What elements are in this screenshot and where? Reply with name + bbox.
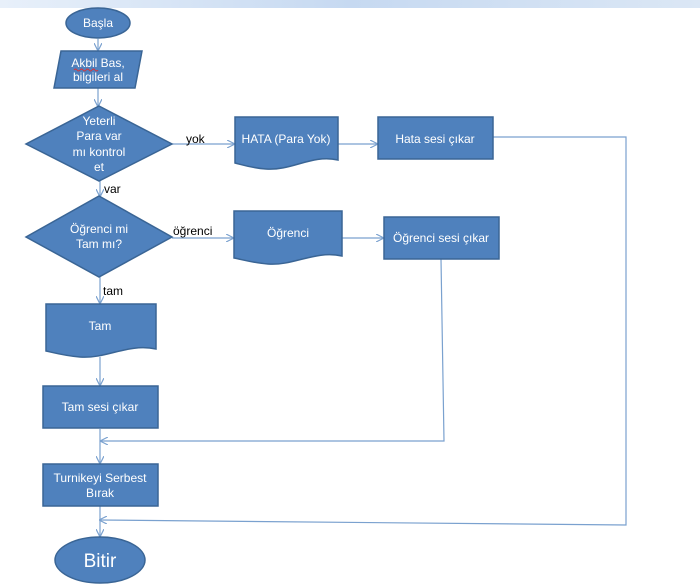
node-decision-balance-line-2: Para var <box>76 129 121 143</box>
spellcheck-underline <box>73 68 99 72</box>
node-end-label: Bitir <box>84 551 117 572</box>
node-decision-type-line-1: Öğrenci mi <box>70 222 128 236</box>
node-decision-balance-line-4: et <box>94 160 105 174</box>
node-student-doc[interactable]: Öğrenci <box>233 210 343 265</box>
node-full-sound[interactable]: Tam sesi çıkar <box>42 385 159 429</box>
header-bar <box>0 0 700 8</box>
node-error-sound-label: Hata sesi çıkar <box>395 132 474 146</box>
node-decision-balance-line-1: Yeterli <box>83 114 116 128</box>
node-error-sound[interactable]: Hata sesi çıkar <box>377 116 494 160</box>
node-full-doc-label: Tam <box>89 319 112 333</box>
edge-label-no: yok <box>186 132 206 146</box>
node-decision-balance-line-3: mı kontrol <box>73 145 126 159</box>
node-start[interactable]: Başla <box>65 7 131 39</box>
node-input[interactable]: Akbil Bas, bilgileri al <box>53 50 143 89</box>
node-full-sound-label: Tam sesi çıkar <box>62 400 139 414</box>
node-error-doc-label: HATA (Para Yok) <box>242 132 331 146</box>
node-student-doc-label: Öğrenci <box>267 226 309 240</box>
node-student-sound[interactable]: Öğrenci sesi çıkar <box>383 216 500 260</box>
node-full-doc[interactable]: Tam <box>45 303 157 358</box>
connectors <box>98 39 627 536</box>
node-input-line-2: bilgileri al <box>73 70 123 84</box>
node-end[interactable]: Bitir <box>54 536 146 584</box>
node-decision-type[interactable]: Öğrenci mi Tam mı? <box>24 195 174 278</box>
edge-studentsound-release <box>101 258 445 441</box>
node-decision-type-line-2: Tam mı? <box>76 237 122 251</box>
node-error-doc[interactable]: HATA (Para Yok) <box>234 116 339 170</box>
edge-errorsound-release <box>100 136 627 526</box>
node-decision-balance[interactable]: Yeterli Para var mı kontrol et <box>24 105 174 182</box>
edge-label-full: tam <box>103 284 123 298</box>
node-input-line-1: Akbil Bas, <box>71 56 124 70</box>
edge-label-student: öğrenci <box>173 224 212 238</box>
node-student-sound-label: Öğrenci sesi çıkar <box>393 231 489 245</box>
node-release-line-2: Bırak <box>86 486 115 500</box>
node-release[interactable]: Turnikeyi Serbest Bırak <box>42 463 159 507</box>
edge-label-yes: var <box>104 182 121 196</box>
node-start-label: Başla <box>83 16 113 30</box>
node-release-line-1: Turnikeyi Serbest <box>54 471 148 485</box>
